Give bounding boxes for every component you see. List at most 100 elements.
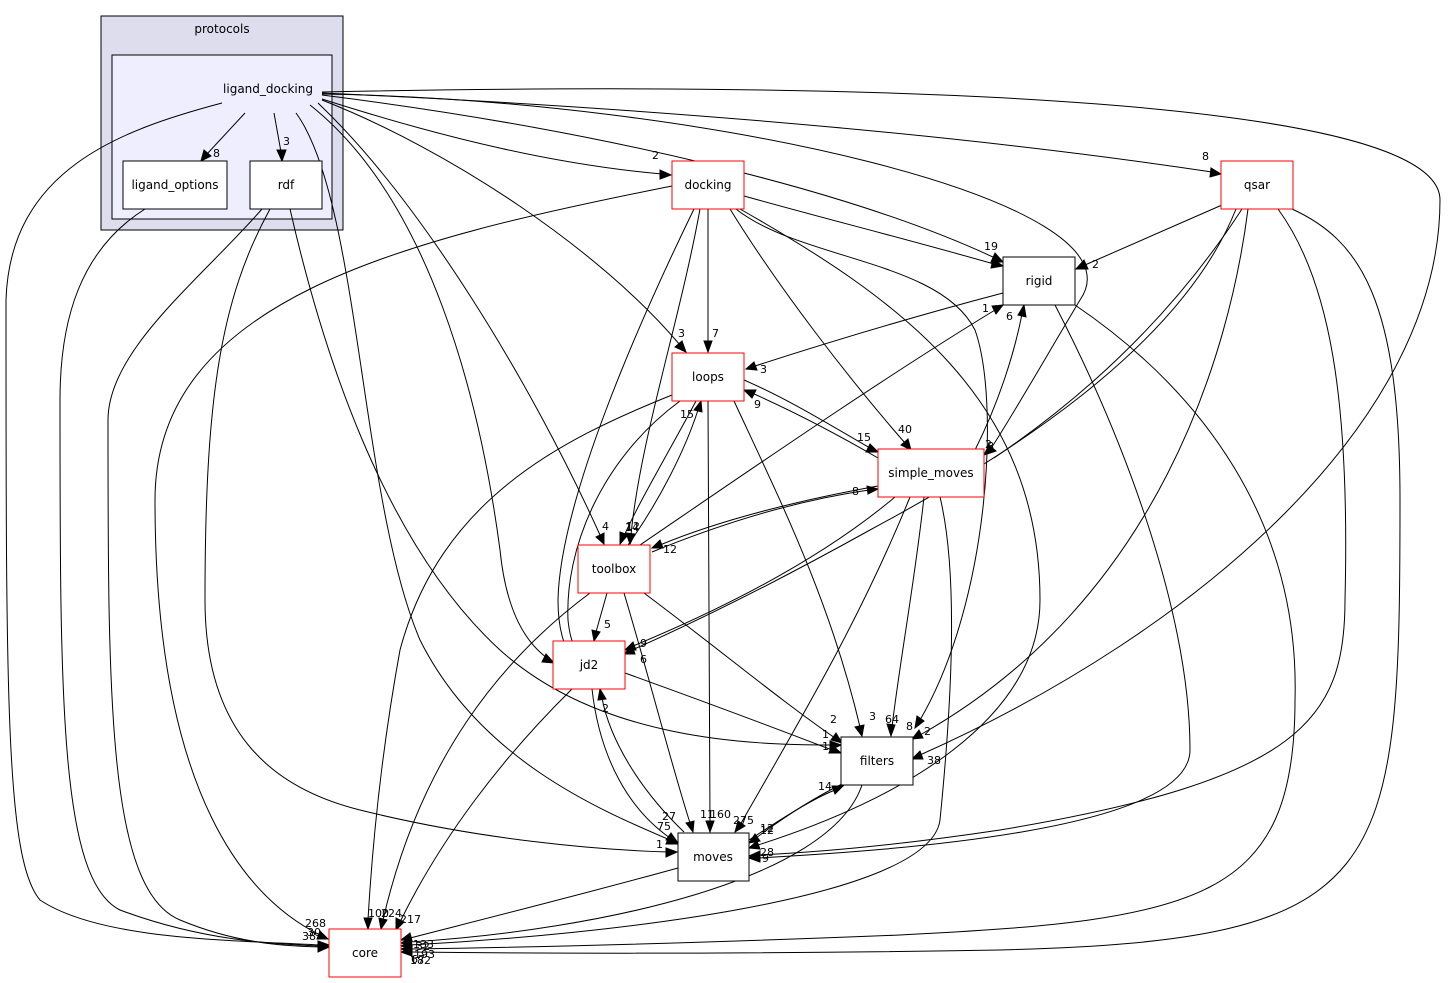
edge-docking-simple_moves [729, 208, 906, 444]
edge-label-toolbox-filters: 2 [830, 713, 837, 726]
edge-qsar-core [409, 208, 1401, 954]
edge-label-qsar-core: 67 [411, 953, 425, 966]
node-qsar[interactable]: qsar [1220, 160, 1294, 210]
node-ligand_options[interactable]: ligand_options [122, 160, 228, 210]
edge-ligand_docking-docking [321, 98, 663, 175]
arrowhead-jd2-g [597, 687, 607, 701]
node-rdf[interactable]: rdf [249, 160, 323, 210]
node-toolbox-box [577, 544, 651, 594]
node-loops-box [671, 352, 745, 402]
edge-toolbox-loops [627, 409, 699, 546]
node-moves-label: moves [693, 850, 733, 864]
edge-label-toolbox-loops: 15 [680, 408, 694, 421]
node-core[interactable]: core [328, 928, 402, 978]
edge-label-simple_moves-moves: 275 [733, 814, 754, 827]
node-jd2-box [552, 640, 626, 690]
edge-label-docking-toolbox: 14 [625, 521, 639, 534]
edge-rigid-moves [757, 304, 1191, 859]
arrowhead-rigid-b [990, 258, 1005, 269]
edge-label-ligand_docking-rigid: 19 [984, 240, 998, 253]
node-rigid-box [1002, 256, 1076, 306]
node-loops[interactable]: loops [671, 352, 745, 402]
edge-toolbox-jd2 [595, 592, 608, 633]
arrowhead-moves-e [747, 852, 761, 863]
edge-loops-filters [733, 400, 861, 728]
cluster-protocols-label[interactable]: protocols [194, 22, 249, 36]
edge-label-loops-toolbox: 12 [626, 520, 640, 533]
edge-rigid-core [409, 304, 1296, 950]
edge-label-loops-moves: 160 [710, 808, 731, 821]
edge-toolbox-core [382, 592, 591, 921]
edge-loops-core [367, 394, 673, 921]
edges-layer: 8 3 2 8 19 3 8 4 18 38 75 38 [5, 88, 1441, 967]
edge-simple_moves-jd2 [632, 496, 896, 647]
edge-label-qsar-filters: 2 [924, 725, 931, 738]
node-simple_moves-box [877, 448, 985, 498]
arrowhead-moves-b [665, 847, 679, 858]
edge-label-ligand_docking-filters: 38 [927, 754, 941, 767]
arrowhead-docking [659, 169, 673, 180]
edge-label-simple_moves-rigid: 6 [1006, 310, 1013, 323]
edge-moves-filters [748, 789, 836, 841]
edge-simple_moves-loops [751, 392, 879, 459]
edge-jd2-filters [624, 672, 833, 751]
node-toolbox[interactable]: toolbox [577, 544, 651, 594]
arrowhead-moves-g [734, 820, 746, 834]
edge-ligand_docking-toolbox [317, 102, 601, 536]
arrowhead-filters-c [914, 715, 925, 730]
edge-ligand_docking-core [5, 102, 321, 946]
node-jd2-label: jd2 [579, 658, 599, 672]
arrowhead-core-d [316, 930, 330, 940]
edge-qsar-filters [919, 208, 1249, 736]
node-ligand_options-box [122, 160, 228, 210]
edge-simple_moves-rigid [974, 313, 1023, 451]
edge-qsar-jd2 [631, 208, 1237, 651]
edge-label-ligand_docking-toolbox: 4 [602, 520, 609, 533]
node-simple_moves[interactable]: simple_moves [877, 448, 985, 498]
edge-rigid-loops [754, 292, 1004, 367]
node-moves[interactable]: moves [677, 832, 750, 882]
node-docking[interactable]: docking [671, 160, 745, 210]
edge-label-rdf-filters: 1 [822, 740, 829, 753]
arrowhead-moves-h [685, 820, 695, 834]
edge-qsar-moves [757, 208, 1347, 856]
node-rdf-label: rdf [278, 178, 295, 192]
edge-toolbox-simple_moves [651, 489, 870, 553]
edge-toolbox-filters [643, 592, 836, 739]
arrowhead-moves-i [665, 832, 680, 844]
edge-label-jd2-moves: 11 [700, 808, 714, 821]
edge-label-toolbox-core: 224 [381, 907, 402, 920]
edge-label-simple_moves-jd2: 9 [640, 637, 647, 650]
arrowhead-jd2-e [623, 641, 637, 651]
edge-label-rigid-moves: 9 [762, 852, 769, 865]
edge-label-docking-core: 268 [305, 917, 326, 930]
edge-docking-moves [739, 208, 1041, 846]
edge-ligand_options-core [59, 208, 321, 947]
node-loops-label: loops [692, 370, 724, 384]
edge-rdf-core [107, 208, 321, 948]
edge-ligand_docking-qsar [321, 92, 1213, 173]
edge-rdf-filters [289, 208, 833, 746]
edge-loops-toolbox [623, 400, 697, 537]
edge-jd2-moves [591, 688, 671, 839]
arrowhead-filters-g [830, 732, 844, 744]
edge-ligand_docking-jd2 [309, 104, 551, 661]
node-filters[interactable]: filters [840, 736, 914, 786]
node-core-label: core [352, 946, 378, 960]
arrowhead-core-j [395, 917, 405, 932]
edge-loops-simple_moves [743, 379, 871, 449]
node-jd2[interactable]: jd2 [552, 640, 626, 690]
edge-label-ligand_docking-docking: 2 [652, 149, 659, 162]
edge-label-qsar-moves: 28 [760, 846, 774, 859]
arrowhead-rdf [276, 149, 287, 163]
arrowhead-core-i [378, 917, 388, 931]
edge-moves-core [409, 867, 679, 939]
edge-ligand_docking-ligand_options [206, 112, 246, 155]
cluster-ligand-docking-label[interactable]: ligand_docking [223, 82, 313, 96]
edge-toolbox-rigid [639, 309, 996, 546]
edge-label-qsar-rigid: 2 [1092, 258, 1099, 271]
arrowhead-loops-a [674, 340, 687, 353]
node-rigid[interactable]: rigid [1002, 256, 1076, 306]
arrowhead-loops-b [703, 340, 713, 354]
edge-label-qsar-simple_moves: 2 [985, 438, 992, 451]
